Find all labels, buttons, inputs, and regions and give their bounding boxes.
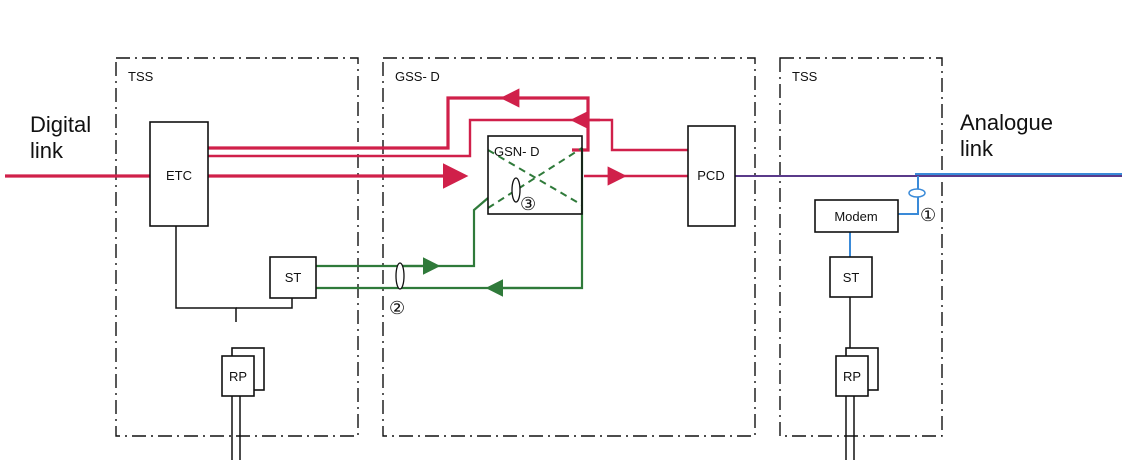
marker-1: ①: [920, 205, 936, 225]
green-dashed-diagonal-1: [487, 147, 583, 209]
rp-right-block: [835, 355, 869, 397]
st-right-block: [829, 256, 873, 298]
tss-left-frame: [115, 57, 359, 437]
etc-label: ETC: [166, 168, 192, 183]
pcd-label: PCD: [697, 168, 724, 183]
marker-2: ②: [389, 298, 405, 318]
digital-link-label-1: Digital: [30, 112, 91, 137]
st-left-block: [269, 256, 317, 299]
st-left-label: ST: [285, 270, 302, 285]
rp-right-label: RP: [843, 369, 861, 384]
pcd-block: [687, 125, 736, 227]
probe-2-icon: [395, 262, 405, 290]
analogue-link-label-1: Analogue: [960, 110, 1053, 135]
gss-d-label: GSS- D: [395, 69, 440, 84]
probe-1-icon: [908, 188, 926, 198]
gss-d-frame: [382, 57, 756, 437]
digital-link-label-2: link: [30, 138, 64, 163]
rp-left-block: [221, 355, 255, 397]
gsn-d-label: GSN- D: [494, 144, 540, 159]
tss-right-label: TSS: [792, 69, 818, 84]
etc-to-rp-wire: [175, 226, 237, 322]
gsn-d-block: [487, 135, 583, 215]
red-loop-inner: [208, 118, 688, 158]
rp-left-label: RP: [229, 369, 247, 384]
marker-3: ③: [520, 194, 536, 214]
switch-element-icon: [511, 177, 521, 203]
tss-left-label: TSS: [128, 69, 154, 84]
modem-block: [814, 199, 899, 233]
green-path-upper: [316, 197, 489, 268]
green-dashed-diagonal-2: [487, 149, 583, 206]
analogue-link-label-2: link: [960, 136, 994, 161]
modem-label: Modem: [834, 209, 877, 224]
st-to-rp-wire: [236, 298, 293, 309]
red-loop-upper: [208, 96, 590, 152]
etc-block: [149, 121, 209, 227]
tss-right-frame: [779, 57, 943, 437]
st-right-label: ST: [843, 270, 860, 285]
